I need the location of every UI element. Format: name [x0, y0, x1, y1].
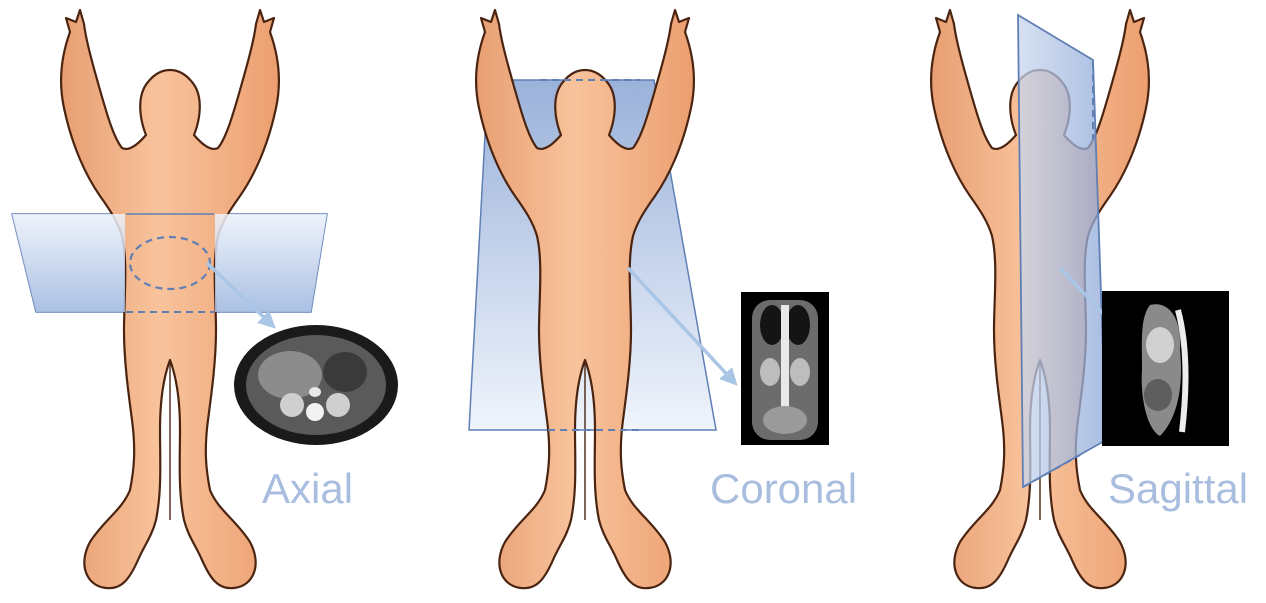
coronal-label: Coronal: [710, 468, 857, 510]
sagittal-plane: [1018, 15, 1106, 487]
axial-label: Axial: [262, 468, 353, 510]
coronal-ct-slice-icon: [741, 292, 829, 445]
sagittal-ct-slice-icon: [1102, 291, 1229, 446]
axial-ct-slice-icon: [234, 325, 398, 445]
sagittal-label: Sagittal: [1108, 468, 1248, 510]
